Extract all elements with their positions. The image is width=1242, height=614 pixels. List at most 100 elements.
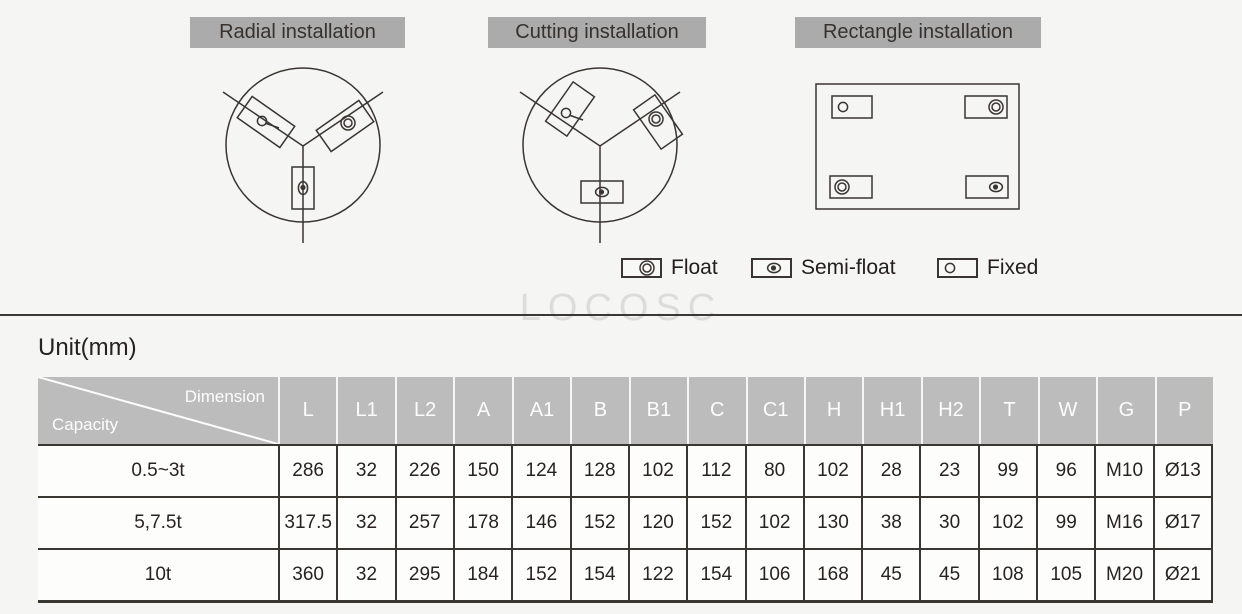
value-cell: 168 — [802, 550, 861, 600]
dimension-table: Dimension Capacity L L1 L2 A A1 B B1 C C… — [38, 377, 1213, 603]
value-cell: Ø17 — [1152, 498, 1211, 548]
column-header: H — [803, 377, 862, 444]
value-cell: 130 — [802, 498, 861, 548]
value-cell: 146 — [511, 498, 569, 548]
table-row: 5,7.5t 317.5 32 257 178 146 152 120 152 … — [38, 496, 1213, 548]
radial-installation-title: Radial installation — [190, 17, 405, 48]
locosc-watermark: LOCOSC — [519, 287, 723, 329]
value-cell: 23 — [919, 446, 977, 496]
value-cell: 226 — [394, 446, 453, 496]
value-cell: 99 — [977, 446, 1036, 496]
semi-float-mount — [580, 180, 624, 204]
semi-float-mount — [965, 175, 1009, 199]
column-header: T — [979, 377, 1037, 444]
column-header: C1 — [745, 377, 804, 444]
corner-label-capacity: Capacity — [52, 415, 119, 434]
table-header-row: Dimension Capacity L L1 L2 A A1 B B1 C C… — [38, 377, 1213, 444]
value-cell: 108 — [977, 550, 1036, 600]
value-cell: 32 — [336, 498, 394, 548]
legend-item-fixed: Fixed — [937, 256, 1038, 280]
value-cell: 317.5 — [278, 498, 336, 548]
legend-item-semi-float: Semi-float — [751, 256, 896, 280]
value-cell: 45 — [861, 550, 919, 600]
float-mount — [829, 175, 873, 199]
semi-float-icon — [751, 258, 792, 278]
radial-installation-diagram — [222, 67, 384, 243]
capacity-cell: 10t — [144, 564, 172, 585]
value-cell: M20 — [1094, 550, 1152, 600]
table-row: 10t 360 32 295 184 152 154 122 154 106 1… — [38, 548, 1213, 603]
value-cell: 28 — [861, 446, 919, 496]
value-cell: 154 — [569, 550, 628, 600]
cutting-installation-title: Cutting installation — [488, 17, 706, 48]
value-cell: 152 — [511, 550, 569, 600]
value-cell: 150 — [452, 446, 511, 496]
value-cell: 360 — [278, 550, 336, 600]
float-mount — [632, 93, 684, 151]
fixed-mount — [236, 95, 296, 149]
column-header: B — [570, 377, 628, 444]
column-header: P — [1154, 377, 1213, 444]
semi-float-mount — [291, 166, 315, 210]
legend-label-float: Float — [671, 256, 718, 279]
value-cell: 120 — [627, 498, 686, 548]
column-header: H2 — [920, 377, 979, 444]
unit-label: Unit(mm) — [38, 334, 137, 361]
corner-diagonal — [38, 377, 278, 444]
value-cell: 45 — [919, 550, 977, 600]
value-cell: 102 — [977, 498, 1036, 548]
rectangle-installation-title: Rectangle installation — [795, 17, 1041, 48]
rectangle-installation-diagram — [815, 83, 1020, 210]
value-cell: 178 — [452, 498, 511, 548]
value-cell: 122 — [627, 550, 686, 600]
value-cell: 112 — [686, 446, 744, 496]
fixed-mount — [544, 80, 596, 138]
value-cell: 80 — [744, 446, 803, 496]
value-cell: 102 — [802, 446, 861, 496]
column-header: B1 — [628, 377, 687, 444]
value-cell: 152 — [569, 498, 628, 548]
table-row: 0.5~3t 286 32 226 150 124 128 102 112 80… — [38, 444, 1213, 496]
value-cell: 32 — [336, 446, 394, 496]
legend-item-float: Float — [621, 256, 718, 280]
value-cell: 38 — [861, 498, 919, 548]
fixed-mount — [831, 95, 873, 119]
value-cell: 30 — [919, 498, 977, 548]
value-cell: 257 — [394, 498, 453, 548]
value-cell: 99 — [1036, 498, 1094, 548]
float-mount — [315, 99, 375, 153]
column-header: L2 — [394, 377, 453, 444]
column-header: H1 — [862, 377, 920, 444]
section-divider — [0, 314, 1242, 316]
value-cell: 154 — [686, 550, 744, 600]
capacity-cell: 5,7.5t — [134, 512, 182, 533]
value-cell: 124 — [511, 446, 569, 496]
column-header: L — [278, 377, 336, 444]
value-cell: 105 — [1036, 550, 1094, 600]
value-cell: 286 — [278, 446, 336, 496]
value-cell: 102 — [627, 446, 686, 496]
value-cell: 106 — [744, 550, 803, 600]
float-mount — [964, 95, 1008, 119]
value-cell: M10 — [1094, 446, 1152, 496]
legend-label-semi-float: Semi-float — [801, 256, 896, 279]
value-cell: M16 — [1094, 498, 1152, 548]
value-cell: Ø13 — [1152, 446, 1211, 496]
float-icon — [621, 258, 662, 278]
legend-label-fixed: Fixed — [987, 256, 1039, 279]
value-cell: 184 — [452, 550, 511, 600]
table-corner-cell: Dimension Capacity — [38, 377, 278, 444]
column-header: A — [453, 377, 511, 444]
fixed-icon — [937, 258, 978, 278]
column-header: L1 — [336, 377, 394, 444]
value-cell: 96 — [1036, 446, 1094, 496]
column-header: C — [687, 377, 745, 444]
capacity-cell: 0.5~3t — [131, 460, 185, 481]
value-cell: Ø21 — [1152, 550, 1211, 600]
value-cell: 128 — [569, 446, 628, 496]
value-cell: 102 — [744, 498, 803, 548]
column-header: W — [1037, 377, 1096, 444]
corner-label-dimension: Dimension — [184, 387, 265, 406]
column-header: A1 — [511, 377, 570, 444]
